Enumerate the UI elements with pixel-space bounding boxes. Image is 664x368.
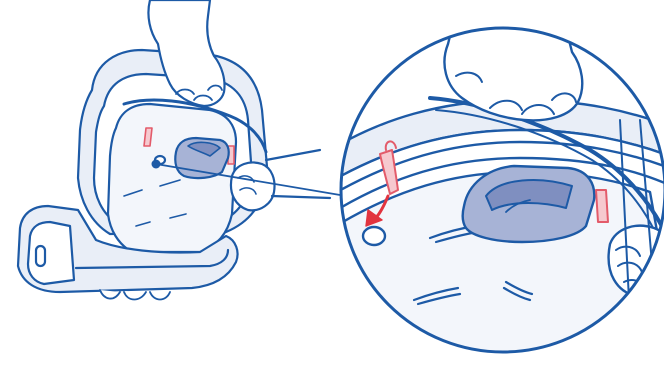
- detail-slot: [412, 286, 460, 302]
- detail-shell-edge: [341, 156, 664, 216]
- detail-hand-top-thumb: [455, 71, 483, 83]
- detail-strap-left: [379, 149, 399, 195]
- seat-padding: [106, 102, 238, 254]
- crotch-pad-fold: [187, 141, 221, 157]
- callout-leader: [151, 159, 347, 197]
- hand-right-wrist: [264, 148, 332, 200]
- callout-dot: [151, 159, 161, 169]
- insert-arrow-head: [365, 209, 383, 227]
- padding-seam: [159, 179, 181, 187]
- detail-hand-top: [443, 28, 584, 122]
- padding-seam: [169, 213, 187, 219]
- detail-crotch-pad-fold: [485, 179, 573, 211]
- detail-shell-rim-inner: [341, 128, 664, 198]
- zoom-detail: [339, 26, 664, 354]
- car-seat-overview: [16, 0, 332, 301]
- detail-strap-left-loop: [384, 140, 397, 151]
- harness-strap-left: [143, 127, 153, 147]
- base-side-rail: [74, 248, 230, 270]
- callout-line: [155, 163, 347, 197]
- base-feet: [99, 289, 171, 301]
- carry-handle: [122, 98, 268, 154]
- hand-top: [147, 0, 226, 108]
- detail-crotch-pad-highlight: [505, 199, 531, 213]
- insert-arrow: [365, 194, 390, 227]
- zoom-circle-border: [339, 26, 664, 354]
- detail-strap-right: [595, 189, 609, 223]
- hand-right: [229, 161, 276, 212]
- detail-carry-handle-inner: [435, 109, 657, 235]
- detail-slot: [502, 286, 532, 302]
- detail-hand-top-fingers: [489, 92, 577, 115]
- base-slot: [34, 244, 47, 268]
- padding-seam: [135, 221, 151, 227]
- base-front-panel: [26, 220, 76, 286]
- detail-hole: [361, 225, 387, 247]
- detail-hand-right: [607, 224, 664, 298]
- detail-slot: [416, 292, 462, 306]
- padding-seam: [123, 189, 143, 197]
- hand-top-fingers: [175, 84, 223, 101]
- detail-slot: [504, 280, 534, 296]
